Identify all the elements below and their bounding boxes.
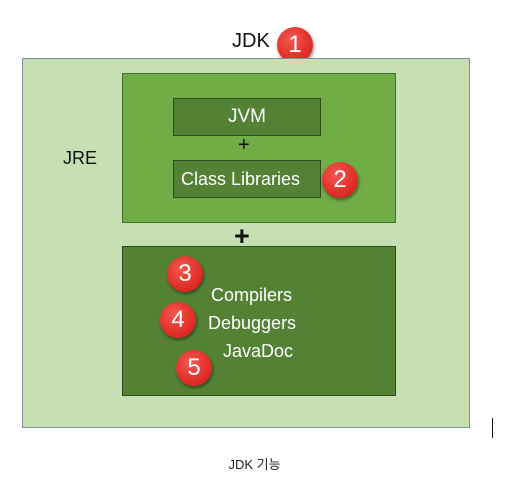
jre-label: JRE [63,148,98,168]
jvm-label: JVM [228,106,266,127]
text-cursor [492,418,493,438]
jdk-label: JDK [232,30,270,52]
figure-caption: JDK 기능 [228,457,281,472]
badge-3: 3 [167,256,203,292]
badge-5: 5 [176,350,212,386]
badge-1: 1 [277,27,313,63]
jre-box [122,73,396,223]
plus-sign-large: + [234,221,250,251]
class-libraries-label: Class Libraries [181,168,301,189]
class-libraries-box: Class Libraries [173,160,321,198]
plus-sign-small: + [238,134,250,156]
badge-4: 4 [160,302,196,338]
javadoc-label: JavaDoc [223,341,294,361]
compilers-label: Compilers [211,285,293,305]
badge-2: 2 [322,162,358,198]
jvm-box: JVM [173,98,321,136]
debuggers-label: Debuggers [208,313,297,333]
